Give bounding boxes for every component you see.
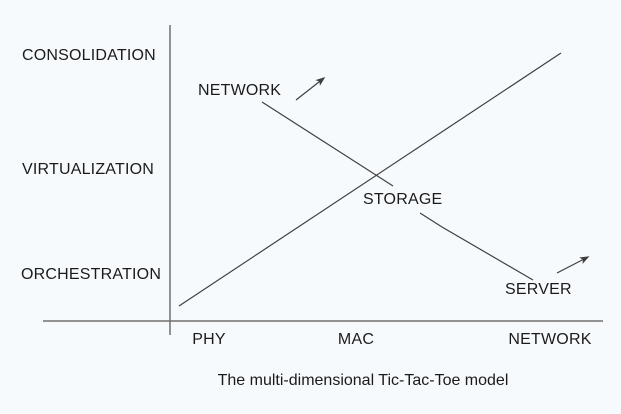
x-axis-label-network: NETWORK xyxy=(508,331,592,348)
x-axis-label-mac: MAC xyxy=(337,331,375,348)
y-axis-label-consolidation: CONSOLIDATION xyxy=(22,47,156,64)
trend-label-server: SERVER xyxy=(505,281,572,298)
trend-label-storage: STORAGE xyxy=(363,191,443,208)
figure-caption: The multi-dimensional Tic-Tac-Toe model xyxy=(217,372,509,389)
x-axis-label-phy: PHY xyxy=(192,331,226,348)
network-to-storage-segment xyxy=(261,101,394,187)
storage-to-server-segment xyxy=(419,212,534,281)
y-axis-label-virtualization: VIRTUALIZATION xyxy=(22,161,155,178)
y-axis-label-orchestration: ORCHESTRATION xyxy=(21,266,162,283)
trend-label-network: NETWORK xyxy=(198,82,282,99)
server-growth-arrow xyxy=(556,256,590,274)
ascending-trend-line xyxy=(178,52,562,307)
network-growth-arrow xyxy=(295,76,326,101)
